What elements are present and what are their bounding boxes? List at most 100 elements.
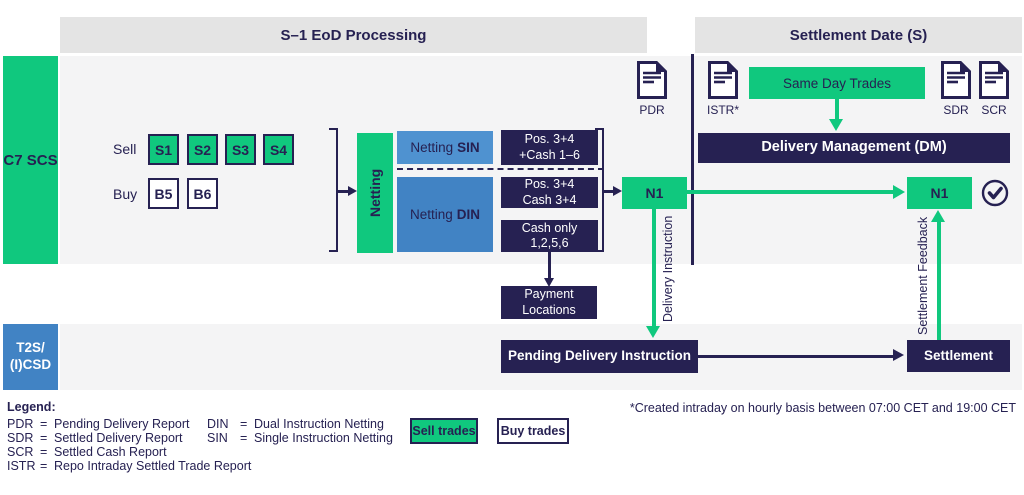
buy-label: Buy <box>113 186 138 202</box>
legend-sin-desc: Single Instruction Netting <box>254 431 393 445</box>
delivery-instruction-label: Delivery Instruction <box>661 215 675 323</box>
arrow-pdi-to-settlement-head <box>893 349 904 361</box>
legend-scr-abbr: SCR <box>7 445 34 459</box>
sell-trade-box-s1: S1 <box>148 134 179 165</box>
netting-din-prefix: Netting <box>409 207 453 222</box>
arrow-n1-to-n1-head <box>893 185 905 199</box>
header-settlement-date-label: Settlement Date (S) <box>789 26 928 44</box>
netting-din-bold: DIN <box>456 207 481 222</box>
istr-report-icon <box>708 61 738 99</box>
arrow-bracket-to-n1 <box>604 190 614 193</box>
sell-trade-box-s4: S4 <box>263 134 294 165</box>
buy-trade-box-b5: B5 <box>148 178 179 209</box>
arrow-settlement-feedback <box>937 221 941 340</box>
legend-row-din: DIN = Dual Instruction Netting <box>207 417 384 431</box>
lane-label-t2s-icsd: T2S/ (I)CSD <box>3 324 58 390</box>
delivery-management-box: Delivery Management (DM) <box>698 133 1010 163</box>
legend-row-sin: SIN = Single Instruction Netting <box>207 431 393 445</box>
buy-trades-key-text: Buy trades <box>500 424 566 438</box>
delivery-management-text: Delivery Management (DM) <box>761 139 947 156</box>
t2s-text-line1: T2S/ <box>16 340 45 356</box>
n1-box-settlement: N1 <box>907 177 972 209</box>
header-s1-eod: S–1 EoD Processing <box>60 17 647 53</box>
n1-eod-text: N1 <box>645 185 664 201</box>
header-settlement-date: Settlement Date (S) <box>695 17 1022 53</box>
output1-line2: +Cash 1–6 <box>519 147 580 162</box>
pending-delivery-instruction-box: Pending Delivery Instruction <box>501 340 698 373</box>
payment-line2: Locations <box>522 302 576 317</box>
istr-label: ISTR* <box>706 103 739 117</box>
legend-pdr-abbr: PDR <box>7 417 34 431</box>
sell-trades-key: Sell trades <box>410 418 478 444</box>
legend-row-istr: ISTR = Repo Intraday Settled Trade Repor… <box>7 459 251 473</box>
legend-row-scr: SCR = Settled Cash Report <box>7 445 167 459</box>
legend-title: Legend: <box>7 400 56 414</box>
pdr-report-icon <box>637 61 667 99</box>
s4-text: S4 <box>269 141 288 158</box>
n1-box-eod: N1 <box>622 177 687 209</box>
settlement-feedback-label: Settlement Feedback <box>916 216 930 336</box>
settlement-text: Settlement <box>923 347 994 363</box>
footnote: *Created intraday on hourly basis betwee… <box>629 401 1016 415</box>
netting-sin-prefix: Netting <box>410 140 454 155</box>
legend-sdr-eq: = <box>40 431 48 445</box>
gather-bracket-right <box>595 128 604 252</box>
arrow-bracket-to-netting-head <box>348 186 357 196</box>
legend-istr-eq: = <box>40 459 48 473</box>
b6-text: B6 <box>193 185 212 202</box>
legend-sin-eq: = <box>240 431 248 445</box>
scr-label: SCR <box>981 103 1007 117</box>
n1-settlement-text: N1 <box>930 185 949 201</box>
legend-pdr-desc: Pending Delivery Report <box>54 417 190 431</box>
sin-din-dashed-divider <box>397 168 604 170</box>
pending-delivery-instruction-text: Pending Delivery Instruction <box>507 348 692 364</box>
arrow-bracket-to-netting <box>338 190 350 193</box>
success-check-icon <box>981 179 1009 207</box>
output-box-pos-cash16: Pos. 3+4 +Cash 1–6 <box>501 130 598 165</box>
b5-text: B5 <box>154 185 173 202</box>
netting-sin-bold: SIN <box>457 140 480 155</box>
arrow-settlement-feedback-head <box>931 210 945 222</box>
netting-box: Netting <box>357 133 393 253</box>
legend-din-eq: = <box>240 417 248 431</box>
t2s-text-line2: (I)CSD <box>9 357 52 372</box>
c7-scs-text: C7 SCS <box>3 151 58 169</box>
output-box-cash-only: Cash only 1,2,5,6 <box>501 220 598 252</box>
legend-scr-eq: = <box>40 445 48 459</box>
legend-istr-desc: Repo Intraday Settled Trade Report <box>54 459 252 473</box>
netting-label: Netting <box>367 168 383 218</box>
legend-sdr-abbr: SDR <box>7 431 34 445</box>
gather-bracket-left <box>329 128 338 252</box>
sell-trade-box-s3: S3 <box>225 134 256 165</box>
arrow-delivery-instruction <box>652 209 656 327</box>
settlement-box: Settlement <box>907 340 1010 372</box>
buy-trades-key: Buy trades <box>497 418 569 444</box>
arrow-sdt-to-dm <box>835 99 839 120</box>
header-s1-eod-label: S–1 EoD Processing <box>280 26 427 44</box>
output2-line1: Pos. 3+4 <box>524 177 575 192</box>
output3-line2: 1,2,5,6 <box>530 236 569 250</box>
legend-din-abbr: DIN <box>207 417 229 431</box>
s1-text: S1 <box>154 141 173 158</box>
arrow-n1-to-n1 <box>687 190 894 194</box>
legend-row-sdr: SDR = Settled Delivery Report <box>7 431 183 445</box>
scr-report-icon <box>979 61 1009 99</box>
output-box-pos-cash34: Pos. 3+4 Cash 3+4 <box>501 177 598 208</box>
arrow-cashonly-to-payment-head <box>544 278 554 287</box>
sell-label: Sell <box>113 141 137 157</box>
output1-line1: Pos. 3+4 <box>524 132 575 147</box>
section-divider-line <box>691 54 694 265</box>
legend-row-pdr: PDR = Pending Delivery Report <box>7 417 190 431</box>
output3-line1: Cash only <box>521 220 578 235</box>
s3-text: S3 <box>231 141 250 158</box>
same-day-trades-text: Same Day Trades <box>782 75 892 91</box>
buy-trade-box-b6: B6 <box>187 178 218 209</box>
sdr-report-icon <box>941 61 971 99</box>
same-day-trades-box: Same Day Trades <box>749 67 925 99</box>
netting-din-box: Netting DIN <box>397 177 493 252</box>
payment-line1: Payment <box>524 287 574 302</box>
arrow-cashonly-to-payment <box>548 252 551 279</box>
legend-sin-abbr: SIN <box>207 431 228 445</box>
arrow-bracket-to-n1-head <box>613 186 622 196</box>
